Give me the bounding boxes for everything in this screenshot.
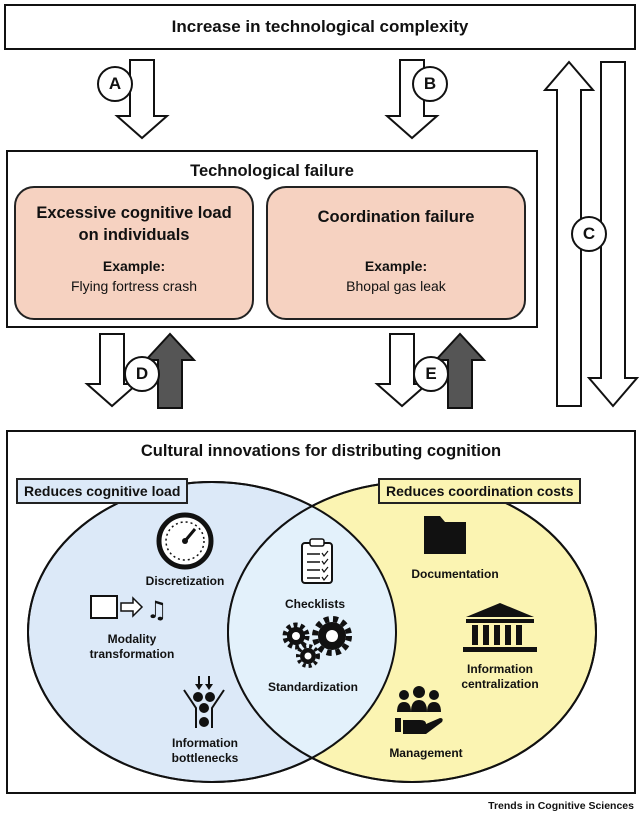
standardization-label: Standardization (267, 680, 358, 694)
modality-transformation-label: Modality transformation (89, 632, 175, 661)
information-bottlenecks-label: Information bottlenecks (171, 736, 239, 765)
innovations-title: Cultural innovations for distributing co… (140, 442, 502, 460)
label-b: B (412, 66, 448, 102)
complexity-box: Increase in technological complexity (4, 4, 636, 50)
coordination-example: Bhopal gas leak (346, 278, 446, 294)
svg-text:♫: ♫ (146, 596, 168, 624)
cognitive-load-example-label: Example: (102, 258, 166, 274)
discretization-label: Discretization (145, 574, 225, 588)
cognitive-load-example: Flying fortress crash (70, 278, 198, 294)
documentation-label: Documentation (411, 567, 499, 581)
reduces-coordination-costs-tag: Reduces coordination costs (378, 478, 582, 504)
label-c: C (571, 216, 607, 252)
coordination-example-label: Example: (364, 258, 428, 274)
failure-title: Technological failure (190, 162, 354, 180)
reduces-cognitive-load-tag: Reduces cognitive load (16, 478, 189, 504)
label-d: D (124, 356, 160, 392)
checklists-label: Checklists (284, 597, 346, 611)
complexity-title: Increase in technological complexity (171, 17, 469, 36)
management-label: Management (389, 746, 463, 760)
cognitive-load-card: Excessive cognitive load on individuals … (14, 186, 254, 320)
coordination-heading: Coordination failure (317, 208, 475, 226)
cognitive-load-heading: Excessive cognitive load on individuals (36, 204, 232, 244)
label-e: E (413, 356, 449, 392)
journal-credit: Trends in Cognitive Sciences (488, 800, 634, 812)
label-a: A (97, 66, 133, 102)
information-centralization-label: Information centralization (461, 662, 539, 691)
coordination-failure-card: Coordination failure Example: Bhopal gas… (266, 186, 526, 320)
